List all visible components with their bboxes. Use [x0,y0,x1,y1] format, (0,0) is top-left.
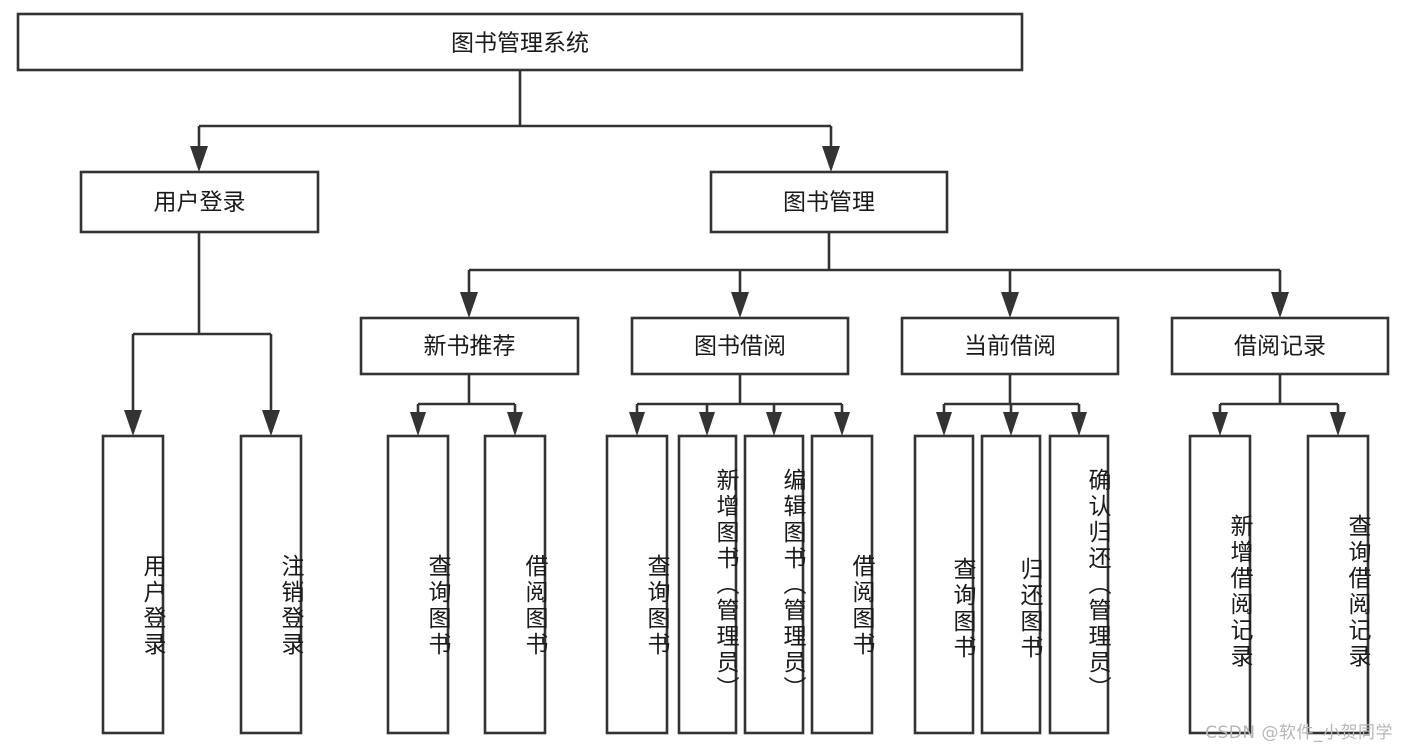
node-root[interactable]: 图书管理系统 [16,12,1024,72]
leaf-add-record-box[interactable] [1188,434,1252,735]
node-layer: 图书管理系统 用户登录 图书管理 新书推荐 图书借阅 当前借阅 [16,12,1390,735]
node-new-book-recommend-label: 新书推荐 [424,334,516,360]
arrow-leaf-borrow-book-1 [507,412,523,436]
leaf-confirm-return-box[interactable] [1048,434,1110,735]
node-book-management-label: 图书管理 [783,190,875,216]
node-borrow-record-box[interactable] [1170,316,1390,376]
arrow-leaf-query-record [1330,412,1346,436]
arrow-leaf-return-book [1003,412,1019,436]
node-root-box[interactable] [16,12,1024,72]
node-book-management-box[interactable] [709,170,949,234]
leaf-box-layer [101,434,1370,735]
arrow-leaf-add-book [699,412,715,436]
arrow-user-login [190,146,208,172]
arrow-current-borrow [1001,292,1019,318]
node-user-login-label: 用户登录 [154,190,246,216]
csdn-watermark: CSDN @软件_小贺同学 [1205,723,1393,743]
node-book-borrow-label: 图书借阅 [694,334,786,360]
arrow-leaf-borrow-book-2 [834,412,850,436]
arrow-leaf-user-login [124,410,142,436]
leaf-add-book-box[interactable] [677,434,738,735]
arrow-leaf-logout [262,410,280,436]
node-new-book-recommend[interactable]: 新书推荐 [359,316,580,376]
leaf-user-login-box[interactable] [101,434,165,735]
arrow-book-borrow [731,292,749,318]
leaf-query-book-3-box[interactable] [913,434,975,735]
leaf-edit-book-box[interactable] [743,434,805,735]
node-current-borrow[interactable]: 当前借阅 [900,316,1120,376]
node-book-management[interactable]: 图书管理 [709,170,949,234]
leaf-logout-box[interactable] [239,434,303,735]
node-user-login-box[interactable] [79,170,320,234]
arrow-leaf-query-book-1 [410,412,426,436]
node-current-borrow-label: 当前借阅 [964,334,1056,360]
arrow-book-management [822,146,840,172]
node-borrow-record-label: 借阅记录 [1234,334,1326,360]
arrow-leaf-edit-book [766,412,782,436]
arrow-borrow-record [1271,292,1289,318]
node-root-label: 图书管理系统 [451,31,589,57]
arrow-leaf-query-book-2 [629,412,645,436]
node-current-borrow-box[interactable] [900,316,1120,376]
node-borrow-record[interactable]: 借阅记录 [1170,316,1390,376]
connector-layer [124,70,1346,436]
arrow-new-book-recommend [460,292,478,318]
leaf-query-book-1-box[interactable] [386,434,450,735]
leaf-query-book-2-box[interactable] [605,434,669,735]
leaf-borrow-book-2-box[interactable] [810,434,874,735]
leaf-return-book-box[interactable] [980,434,1042,735]
arrow-leaf-confirm-return [1071,412,1087,436]
arrow-leaf-add-record [1212,412,1228,436]
node-book-borrow-box[interactable] [630,316,850,376]
node-new-book-recommend-box[interactable] [359,316,580,376]
leaf-borrow-book-1-box[interactable] [483,434,547,735]
node-book-borrow[interactable]: 图书借阅 [630,316,850,376]
arrow-leaf-query-book-3 [936,412,952,436]
leaf-query-record-box[interactable] [1306,434,1370,735]
node-user-login[interactable]: 用户登录 [79,170,320,234]
